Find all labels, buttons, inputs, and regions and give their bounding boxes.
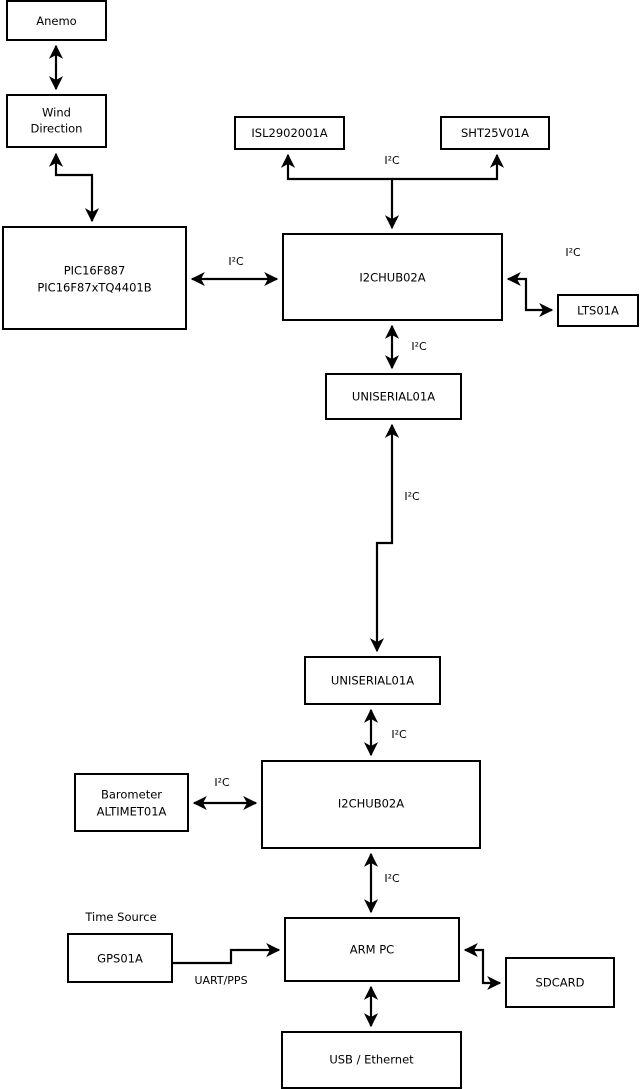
node-wind-direction-label-line2: Direction [31, 122, 83, 136]
node-sdcard[interactable]: SDCARD [505, 957, 615, 1008]
node-pic-mcu-label-line2: PIC16F87xTQ4401B [37, 281, 151, 295]
node-uniserial01a-bottom[interactable]: UNISERIAL01A [304, 656, 441, 705]
node-uniserial01a-top-label: UNISERIAL01A [352, 390, 435, 404]
node-i2chub02a-bottom[interactable]: I2CHUB02A [261, 760, 481, 849]
node-barometer-label-line1: Barometer [101, 788, 162, 802]
node-gps01a[interactable]: GPS01A [67, 933, 173, 983]
edge-hubtop-bus [280, 153, 400, 230]
edge-armpc-sdcard [463, 942, 502, 991]
edges-layer [48, 44, 554, 1028]
edge-bus-sht [392, 153, 505, 181]
edge-label-gps-armpc-uart-pps: UART/PPS [194, 974, 247, 987]
edge-gps-armpc [172, 942, 281, 965]
node-usb-ethernet-label: USB / Ethernet [329, 1053, 414, 1067]
node-wind-direction-label-line1: Wind [42, 106, 71, 120]
node-anemo[interactable]: Anemo [6, 0, 107, 41]
node-arm-pc[interactable]: ARM PC [284, 917, 460, 982]
edge-label-pic-hubtop-i2c: I²C [228, 255, 244, 268]
node-i2chub02a-bottom-label: I2CHUB02A [338, 797, 404, 811]
free-labels-layer: Time Source [84, 910, 156, 924]
node-isl2902001a-label: ISL2902001A [251, 126, 327, 140]
node-barometer[interactable]: Barometer ALTIMET01A [74, 773, 189, 832]
node-anemo-label: Anemo [36, 14, 76, 28]
node-pic-mcu[interactable]: PIC16F887 PIC16F87xTQ4401B [2, 226, 187, 330]
node-wind-direction[interactable]: Wind Direction [6, 94, 107, 148]
node-usb-ethernet[interactable]: USB / Ethernet [281, 1031, 462, 1089]
edge-label-hubtop-uniserialtop-i2c: I²C [411, 340, 427, 353]
edge-uniserial-link [369, 423, 400, 653]
edge-label-hubtop-bus-i2c: I²C [384, 154, 400, 167]
node-barometer-label-line2: ALTIMET01A [97, 805, 167, 819]
edge-label-hubtop-lts-i2c: I²C [565, 246, 581, 259]
node-uniserial01a-top[interactable]: UNISERIAL01A [325, 373, 462, 420]
edge-label-uniserialbot-hubbot-i2c: I²C [391, 728, 407, 741]
label-time-source: Time Source [84, 910, 156, 924]
node-i2chub02a-top[interactable]: I2CHUB02A [282, 233, 503, 321]
node-pic-mcu-label-line1: PIC16F887 [64, 264, 126, 278]
node-sht25v01a[interactable]: SHT25V01A [440, 116, 550, 150]
node-lts01a-label: LTS01A [577, 304, 619, 318]
node-arm-pc-label: ARM PC [350, 943, 394, 957]
node-sht25v01a-label: SHT25V01A [461, 126, 529, 140]
node-uniserial01a-bottom-label: UNISERIAL01A [331, 674, 414, 688]
edge-label-uniserial-link-i2c: I²C [404, 490, 420, 503]
edge-hubtop-lts [506, 271, 554, 318]
edge-wind-pic [48, 152, 100, 223]
node-i2chub02a-top-label: I2CHUB02A [359, 271, 425, 285]
node-sdcard-label: SDCARD [536, 976, 585, 990]
edge-label-barometer-hubbot-i2c: I²C [214, 776, 230, 789]
node-gps01a-label: GPS01A [97, 952, 143, 966]
edge-labels-layer: I²C I²C I²C I²C I²C I²C I²C I²C UART/PPS [194, 154, 581, 987]
node-isl2902001a[interactable]: ISL2902001A [234, 116, 345, 150]
node-lts01a[interactable]: LTS01A [557, 294, 639, 327]
edge-label-hubbot-armpc-i2c: I²C [384, 872, 400, 885]
